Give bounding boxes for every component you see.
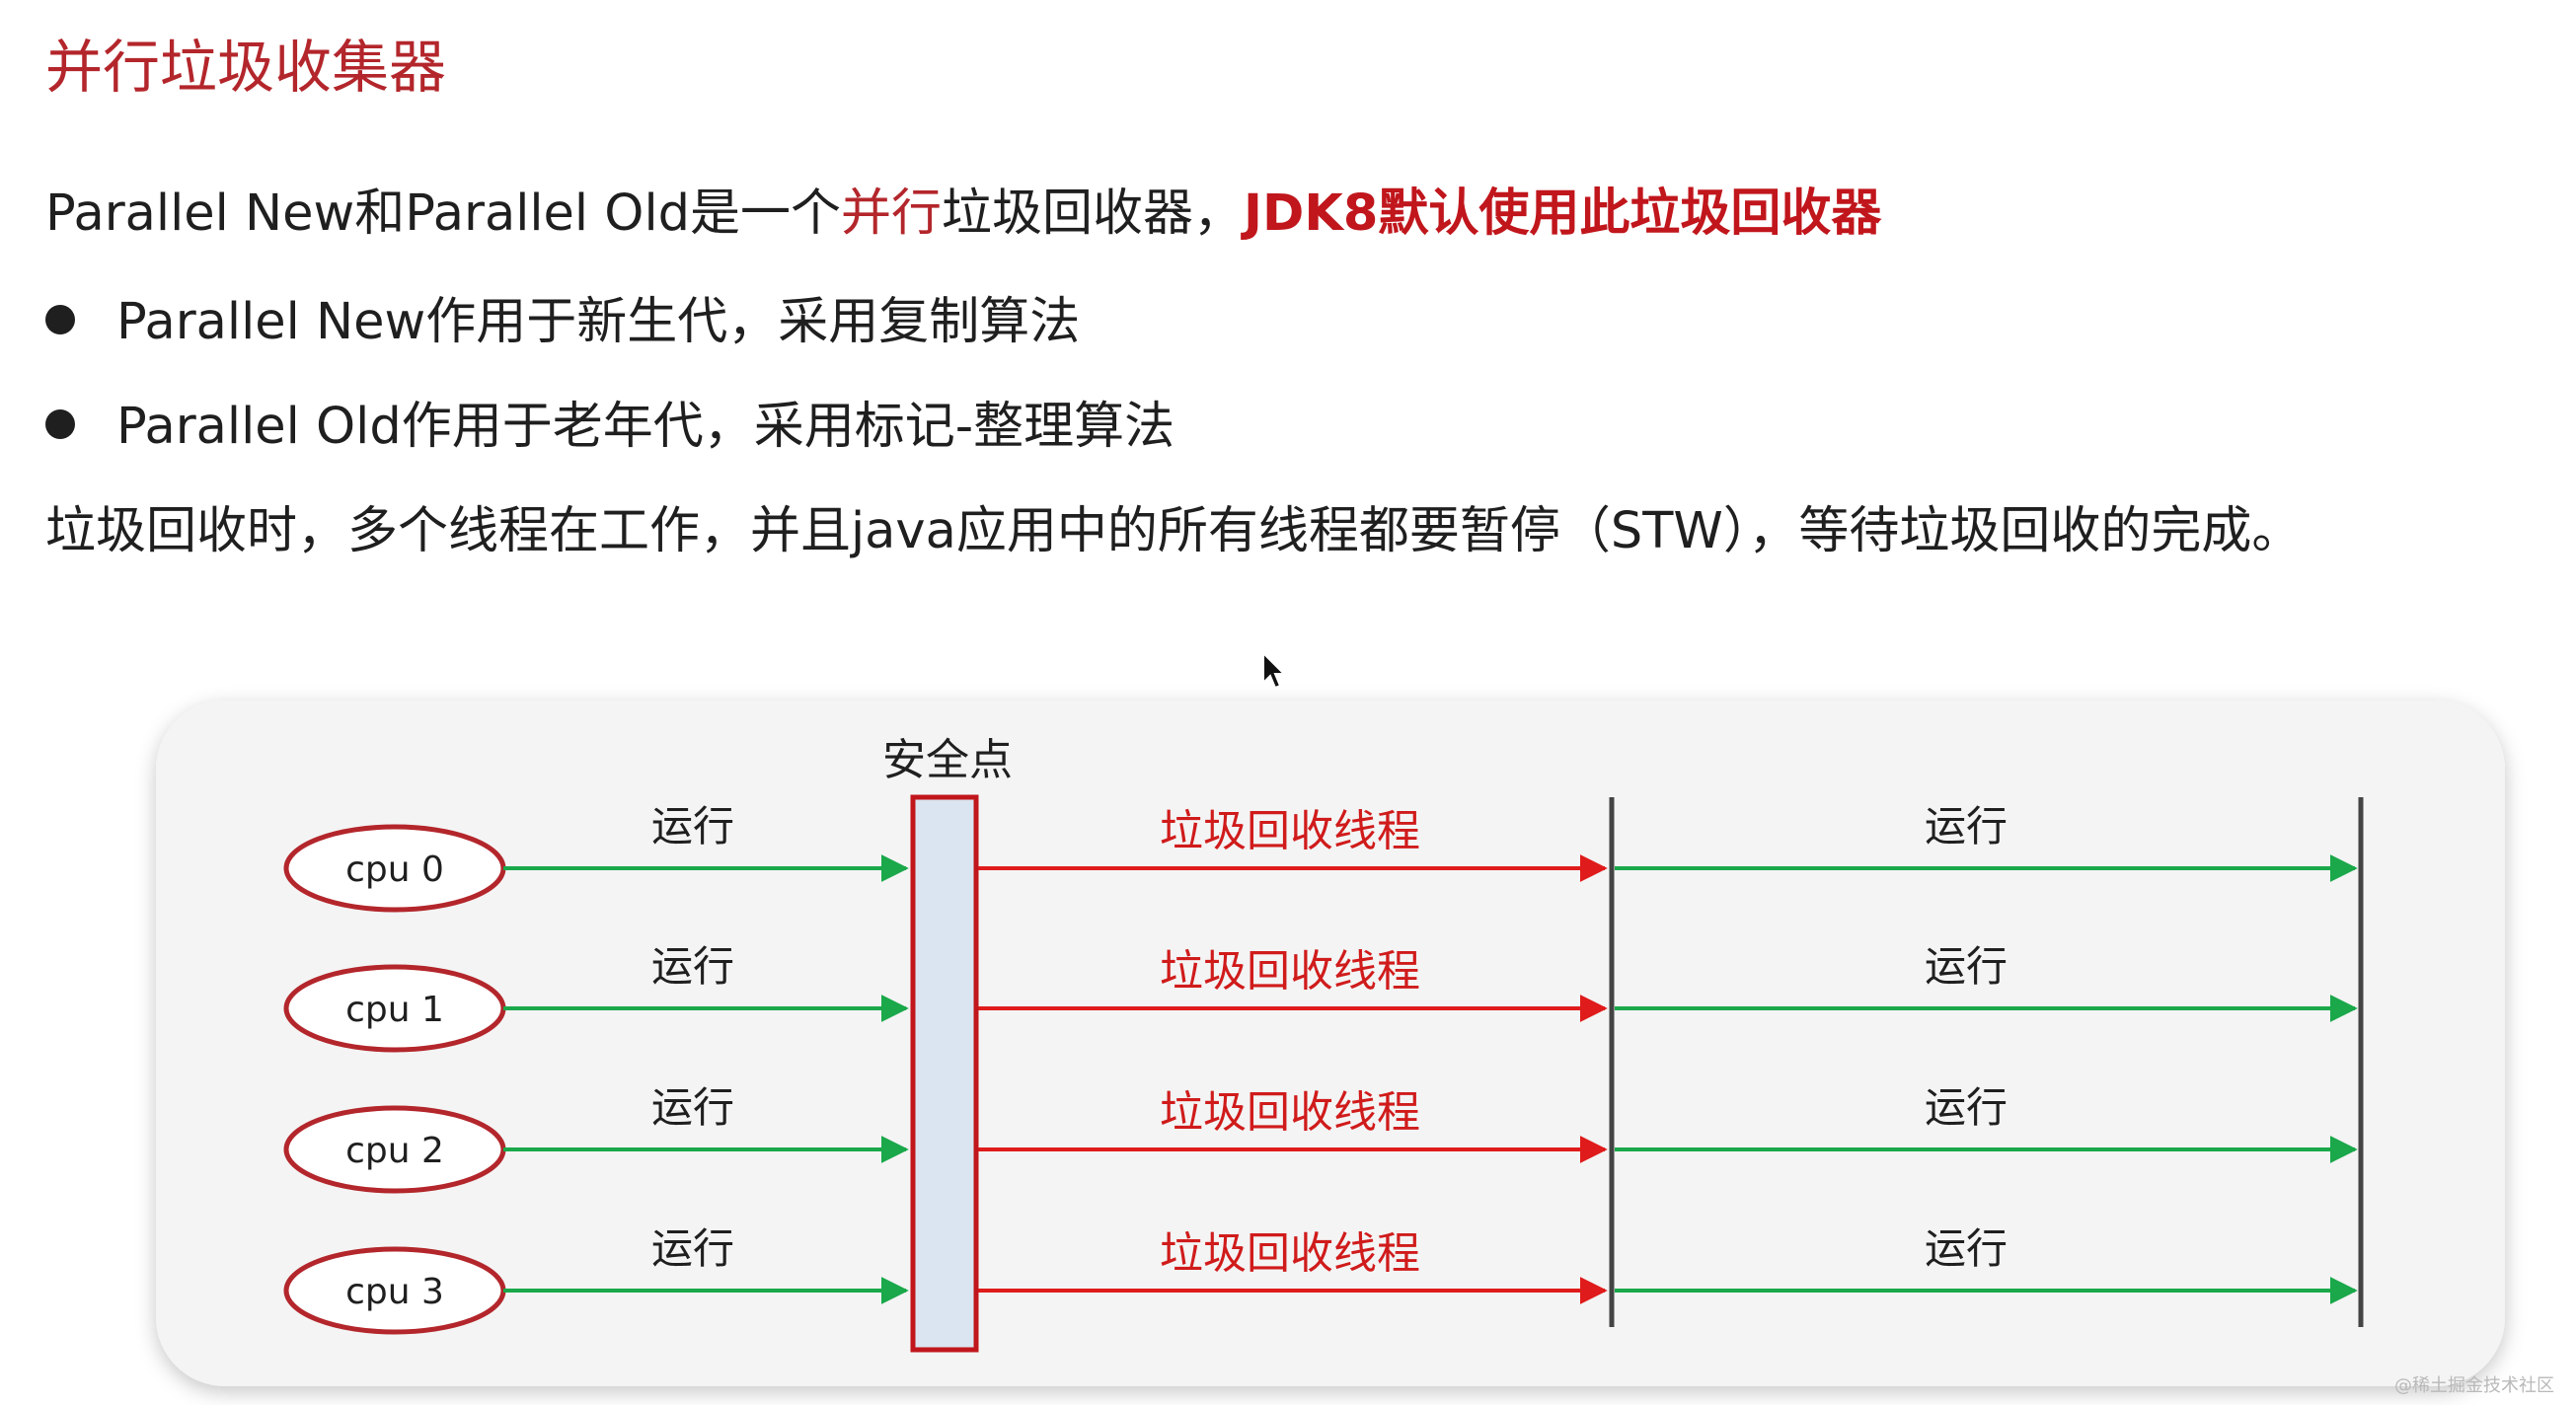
bullet-icon xyxy=(45,409,75,439)
gc-label: 垃圾回收线程 xyxy=(1160,1087,1420,1138)
bullet-item-old: Parallel Old作用于老年代，采用标记-整理算法 xyxy=(45,393,1174,462)
mouse-cursor-icon xyxy=(1262,651,1287,690)
intro-part2: 垃圾回收器， xyxy=(942,185,1245,243)
safepoint-bar xyxy=(910,794,979,1353)
gc-label: 垃圾回收线程 xyxy=(1160,1228,1420,1279)
diagram-frame xyxy=(156,701,2505,1386)
intro-line: Parallel New和Parallel Old是一个并行垃圾回收器，JDK8… xyxy=(45,180,1881,249)
run-label: 运行 xyxy=(651,802,734,850)
intro-emphasis: JDK8默认使用此垃圾回收器 xyxy=(1244,185,1882,243)
cpu-label: cpu 1 xyxy=(345,990,444,1030)
safepoint-label: 安全点 xyxy=(882,735,1013,785)
run-label: 运行 xyxy=(1925,1083,2008,1132)
run-label: 运行 xyxy=(1925,1224,2008,1273)
bullet-item-new: Parallel New作用于新生代，采用复制算法 xyxy=(45,288,1080,357)
run-label: 运行 xyxy=(1925,942,2008,991)
cpu-label: cpu 0 xyxy=(345,850,444,890)
bullet-icon xyxy=(45,305,75,334)
run-label: 运行 xyxy=(651,1224,734,1273)
intro-highlight: 并行 xyxy=(841,185,943,243)
gc-label: 垃圾回收线程 xyxy=(1160,806,1420,856)
bullet-text: Parallel New作用于新生代，采用复制算法 xyxy=(116,293,1081,351)
cpu-label: cpu 2 xyxy=(345,1131,444,1171)
page-title: 并行垃圾收集器 xyxy=(45,34,447,101)
cpu-label: cpu 3 xyxy=(345,1272,444,1312)
intro-part1: Parallel New和Parallel Old是一个 xyxy=(45,185,841,243)
cpu-rows: cpu 0运行垃圾回收线程运行cpu 1运行垃圾回收线程运行cpu 2运行垃圾回… xyxy=(283,802,2358,1335)
run-label: 运行 xyxy=(1925,802,2008,850)
bullet-text: Parallel Old作用于老年代，采用标记-整理算法 xyxy=(116,398,1175,456)
summary-line: 垃圾回收时，多个线程在工作，并且java应用中的所有线程都要暂停（STW），等待… xyxy=(45,502,2303,560)
gc-label: 垃圾回收线程 xyxy=(1160,946,1420,997)
run-label: 运行 xyxy=(651,942,734,991)
run-label: 运行 xyxy=(651,1083,734,1132)
watermark: @稀土掘金技术社区 xyxy=(2394,1375,2554,1396)
